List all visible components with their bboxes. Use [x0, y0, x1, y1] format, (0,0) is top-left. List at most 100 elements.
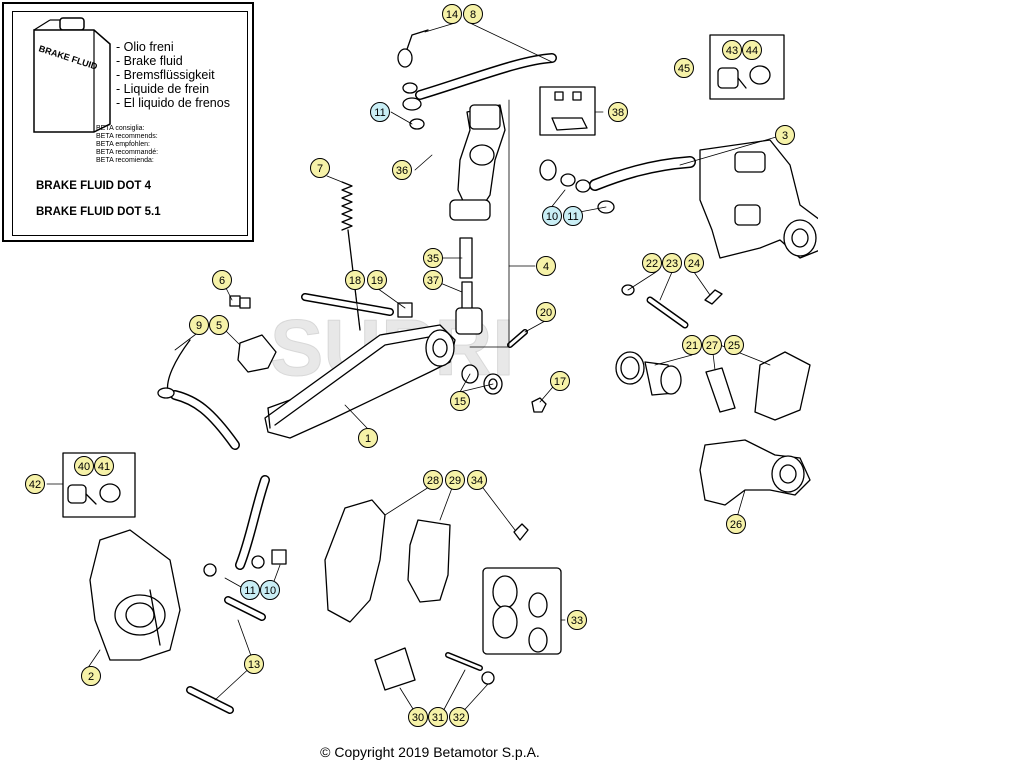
callout-circle [467, 470, 487, 490]
callout-circle [423, 248, 443, 268]
callout-circle [449, 707, 469, 727]
callout-number: 14 [446, 9, 458, 21]
callout-number: 40 [78, 461, 90, 473]
callout-number: 5 [216, 320, 222, 332]
callout-number: 10 [546, 211, 558, 223]
rear-caliper-part [699, 139, 820, 259]
callout-circle [428, 707, 448, 727]
recommend-line: BETA recommandé: [96, 149, 159, 156]
callout-number: 17 [554, 376, 566, 388]
callout-circle [345, 270, 365, 290]
callout-number: 33 [571, 615, 583, 627]
callout-number: 23 [666, 258, 678, 270]
brake-fluid-legend: BRAKE FLUID - Olio freni - Brake fluid -… [2, 2, 254, 242]
pins-part [621, 284, 723, 329]
callout-number: 32 [453, 712, 465, 724]
callout-number: 36 [396, 165, 408, 177]
parts-drawing: SUPRI [25, 4, 820, 727]
callout-number: 21 [686, 340, 698, 352]
piston-kit-part [615, 351, 682, 396]
callout-circle [536, 256, 556, 276]
dot51-label: BRAKE FLUID DOT 5.1 [36, 206, 161, 218]
callout-circle [724, 335, 744, 355]
callout-number: 7 [317, 163, 323, 175]
switch-hose-part [157, 339, 240, 450]
callout-circle [209, 315, 229, 335]
callout-circle [608, 102, 628, 122]
callout-number: 2 [88, 671, 94, 683]
master-cylinder-part [449, 104, 506, 335]
callout-circle [370, 102, 390, 122]
fluid-name: - Brake fluid [116, 54, 183, 68]
fluid-name: - Bremsflüssigkeit [116, 68, 215, 82]
callout-number: 37 [427, 275, 439, 287]
callout-number: 20 [540, 307, 552, 319]
callout-number: 28 [427, 475, 439, 487]
callout-number: 11 [244, 585, 255, 597]
callout-circle [358, 428, 378, 448]
callout-number: 45 [678, 63, 690, 75]
callout-number: 6 [219, 275, 225, 287]
recommend-line: BETA recomienda: [96, 157, 154, 164]
brake-pedal-part [264, 324, 456, 439]
callout-number: 10 [264, 585, 276, 597]
front-hose-part [203, 475, 287, 577]
callout-circle [74, 456, 94, 476]
rear-hose-part [539, 156, 696, 214]
callout-circle [25, 474, 45, 494]
brake-switch-part [229, 295, 277, 373]
callout-circle [550, 371, 570, 391]
callout-circle [742, 40, 762, 60]
callout-number: 11 [374, 107, 385, 119]
brake-hose-part [397, 29, 557, 130]
bleed-screw-group-45 [709, 34, 785, 100]
callout-number: 29 [449, 475, 461, 487]
callout-circle [702, 335, 722, 355]
callout-circle [367, 270, 387, 290]
callout-circle [408, 707, 428, 727]
callout-number: 35 [427, 253, 439, 265]
callout-circle [81, 666, 101, 686]
callout-circle [423, 270, 443, 290]
callout-number: 18 [349, 275, 361, 287]
callout-circle [775, 125, 795, 145]
recommend-line: BETA recommends: [96, 133, 158, 140]
callout-circle [450, 391, 470, 411]
callout-circle [244, 654, 264, 674]
callout-circle [684, 253, 704, 273]
caliper-bracket-part [699, 439, 811, 506]
callout-number: 8 [470, 9, 476, 21]
copyright-text: © Copyright 2019 Betamotor S.p.A. [320, 744, 540, 760]
brake-fluid-can-icon: BRAKE FLUID [33, 17, 111, 133]
rear-brake-pads-part [705, 351, 811, 421]
reservoir-cover-part [539, 86, 596, 136]
callout-number: 24 [688, 258, 700, 270]
callout-circle [240, 580, 260, 600]
callout-circle [94, 456, 114, 476]
callout-circle [392, 160, 412, 180]
callout-circle [642, 253, 662, 273]
callout-number: 25 [728, 340, 740, 352]
callout-circle [310, 158, 330, 178]
callout-number: 27 [706, 340, 718, 352]
front-pads-part [324, 499, 529, 623]
caliper-bolts-part [186, 596, 266, 714]
callout-circle [682, 335, 702, 355]
callout-number: 31 [432, 712, 444, 724]
front-caliper-part [89, 529, 181, 661]
callout-number: 26 [730, 519, 742, 531]
recommend-line: BETA empfohlen: [96, 141, 150, 148]
callout-circle [722, 40, 742, 60]
recommend-line: BETA consiglia: [96, 125, 145, 132]
callout-number: 41 [98, 461, 110, 473]
callout-number: 43 [726, 45, 738, 57]
callout-circle [662, 253, 682, 273]
blank-margin [818, 0, 1026, 766]
callout-circle [442, 4, 462, 24]
callout-circle [726, 514, 746, 534]
callout-circle [674, 58, 694, 78]
callout-circle [567, 610, 587, 630]
legend-inner-frame [12, 11, 248, 236]
